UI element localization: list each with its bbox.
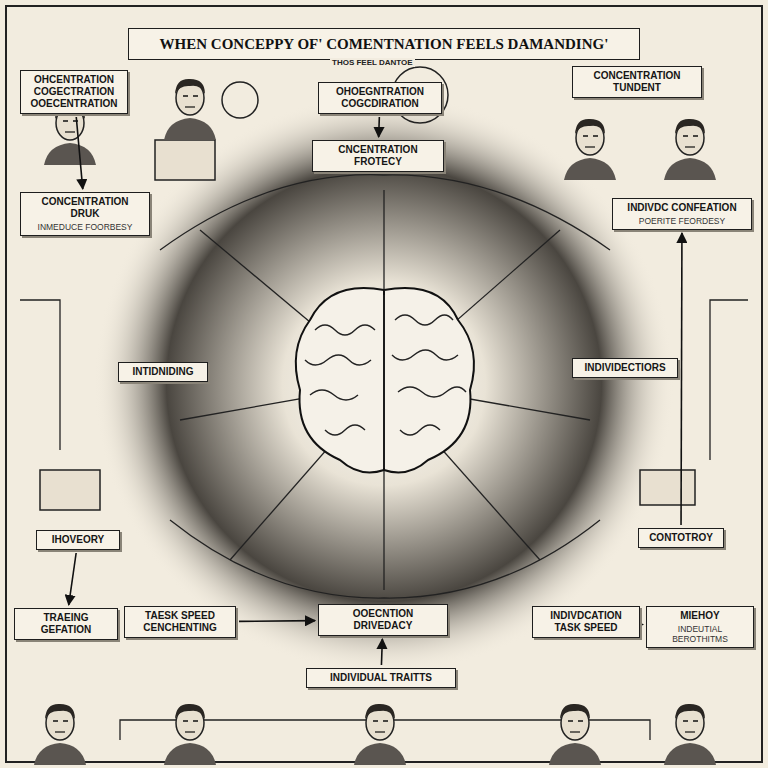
box-heading: CONCENTRATION TUNDENT (579, 70, 695, 94)
concept-box: INDIVIDECTIORS (572, 358, 678, 378)
concept-box: IHOVEORY (36, 530, 120, 550)
concept-box: CONTOTROY (638, 528, 724, 548)
box-subtext: INDEUTIAL BEROTHITMS (653, 624, 747, 644)
concept-box: INDIVDC CONFEATION POERITE FEORDESY (612, 198, 752, 230)
arrow-connector (381, 639, 383, 665)
arrow-connector (680, 233, 683, 525)
concept-box: OHOEGNTRATION COGCDIRATION (318, 82, 442, 114)
arrow-connector (239, 620, 315, 622)
box-subtext: INMEDUCE FOORBESY (27, 222, 143, 232)
box-heading: TAESK SPEED CENCHENTING (131, 610, 229, 634)
concept-box: TRAEING GEFATION (14, 608, 118, 640)
box-heading: CNCENTRATION FROTECY (319, 144, 437, 168)
concept-box: CNCENTRATION FROTECY (312, 140, 444, 172)
concept-box: CONCENTRATION DRUK INMEDUCE FOORBESY (20, 192, 150, 236)
box-heading: CONTOTROY (645, 532, 717, 544)
arrow-connector (76, 117, 82, 189)
concept-box: INTIDNIDING (118, 362, 208, 382)
concept-box: OOECNTION DRIVEDACY (318, 604, 448, 636)
box-heading: INDIVIDUAL TRAITTS (313, 672, 449, 684)
concept-box: TAESK SPEED CENCHENTING (124, 606, 236, 638)
box-heading: MIEHOY (653, 610, 747, 622)
box-heading: CONCENTRATION DRUK (27, 196, 143, 220)
arrow-connector (69, 553, 76, 605)
box-heading: INDIVDCATION TASK SPEED (539, 610, 633, 634)
concept-box: MIEHOY INDEUTIAL BEROTHITMS (646, 606, 754, 648)
box-heading: TRAEING GEFATION (21, 612, 111, 636)
box-heading: OHOEGNTRATION COGCDIRATION (325, 86, 435, 110)
box-heading: IHOVEORY (43, 534, 113, 546)
concept-box: INDIVDCATION TASK SPEED (532, 606, 640, 638)
title-banner: WHEN CONCEPPY OF' COMENTNATION FEELS DAM… (128, 28, 640, 60)
box-heading: INDIVIDECTIORS (579, 362, 671, 374)
box-heading: OHCENTRATION COGECTRATION OOECENTRATION (27, 74, 121, 110)
arrow-connector (378, 117, 380, 137)
concept-box: CONCENTRATION TUNDENT (572, 66, 702, 98)
box-heading: INDIVDC CONFEATION (619, 202, 745, 214)
note-label: THOS FEEL DANTOE (330, 58, 415, 67)
box-heading: INTIDNIDING (125, 366, 201, 378)
box-subtext: POERITE FEORDESY (619, 216, 745, 226)
concept-box: OHCENTRATION COGECTRATION OOECENTRATION (20, 70, 128, 114)
box-heading: OOECNTION DRIVEDACY (325, 608, 441, 632)
concept-box: INDIVIDUAL TRAITTS (306, 668, 456, 688)
